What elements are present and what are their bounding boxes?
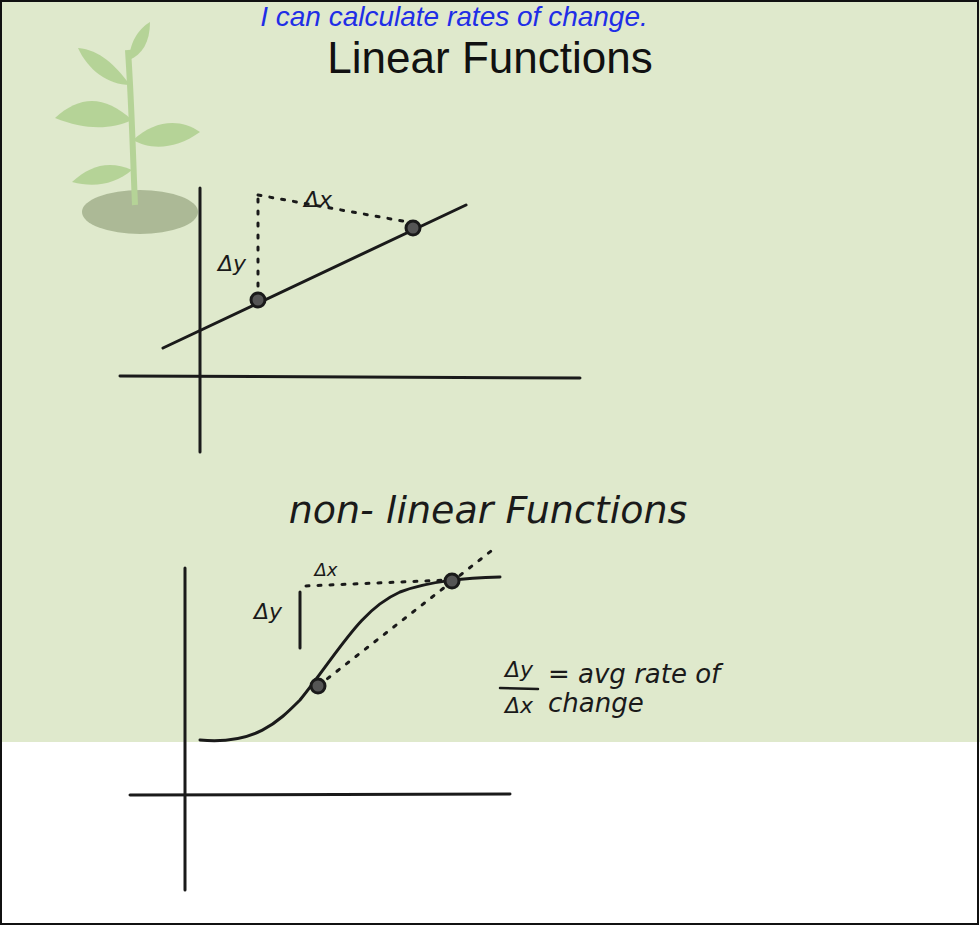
delta-label: Δy: [218, 252, 246, 276]
delta-guides: [306, 548, 495, 686]
delta-guides: [258, 195, 408, 298]
delta-label: Δx: [315, 560, 338, 580]
point: [251, 293, 265, 307]
y-axis: [184, 568, 187, 890]
y-axis: [199, 188, 202, 452]
nonlinear-graph: [200, 577, 500, 741]
linear-graph: [163, 205, 466, 348]
point: [445, 574, 459, 588]
delta-label: Δx: [304, 188, 332, 212]
learning-goal: I can calculate rates of change.: [260, 2, 648, 33]
point: [406, 221, 420, 235]
plant-icon: [55, 22, 200, 234]
x-axis: [130, 794, 510, 795]
definition-note: = avg rate of change: [548, 660, 748, 717]
x-axis: [120, 376, 580, 378]
fraction-denominator: Δx: [505, 694, 533, 718]
delta-y-bar: [299, 592, 302, 648]
point: [311, 679, 325, 693]
fraction-bar: [500, 688, 538, 689]
slide-background: [0, 0, 980, 742]
slide-title: Linear Functions: [327, 34, 652, 82]
delta-label: Δy: [254, 600, 282, 624]
fraction-numerator: Δy: [505, 658, 533, 682]
section-heading: non- linear Functions: [289, 490, 688, 532]
